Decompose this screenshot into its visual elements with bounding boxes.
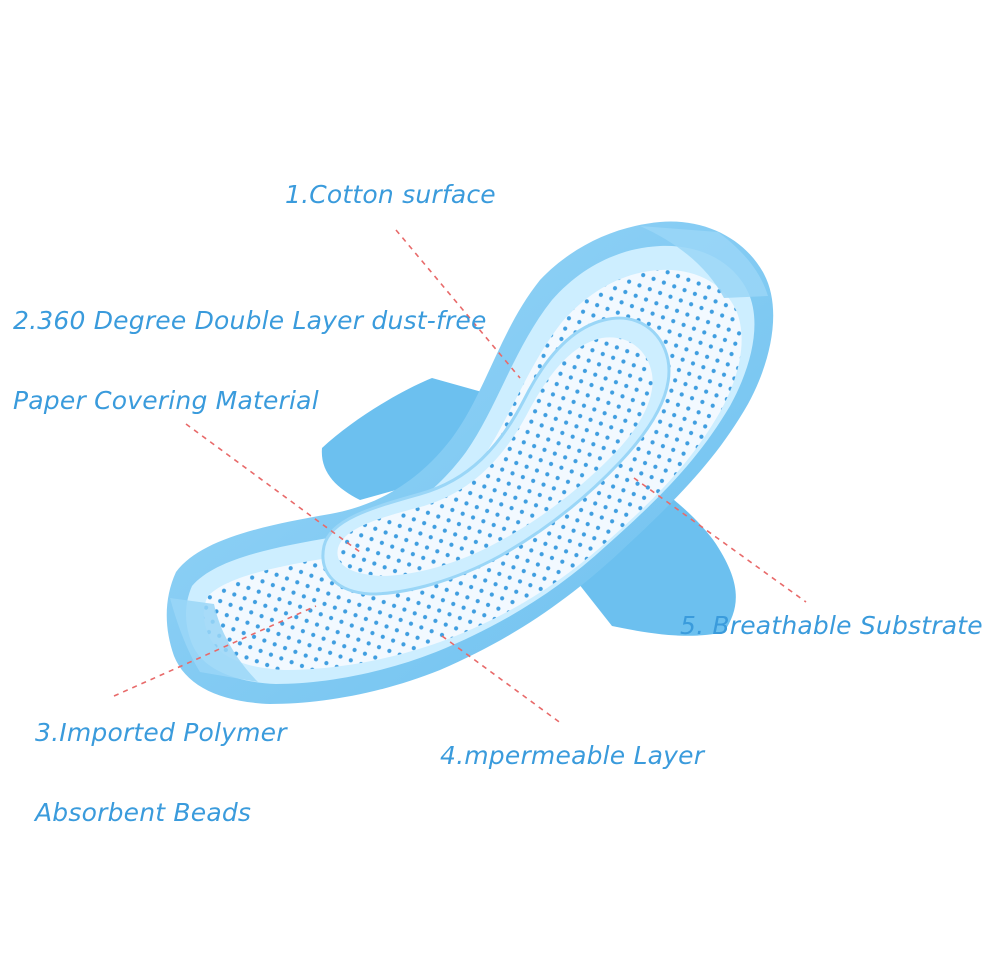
- label-dust-free-line2: Paper Covering Material: [13, 386, 319, 415]
- leader-line-dust-free-paper: [185, 423, 361, 553]
- label-breathable-substrate: 5. Breathable Substrate: [680, 611, 983, 640]
- label-dust-free-line1: 2.360 Degree Double Layer dust-free: [13, 306, 487, 335]
- leader-line-polymer-beads: [113, 605, 317, 697]
- pad-core-perforation: [337, 337, 653, 576]
- pad-end-cap-left: [170, 598, 258, 682]
- label-polymer-line1: 3.Imported Polymer: [35, 718, 287, 747]
- leader-line-cotton-surface: [395, 229, 521, 379]
- label-cotton-surface: 1.Cotton surface: [285, 180, 496, 209]
- label-polymer-line2: Absorbent Beads: [35, 798, 252, 827]
- diagram-stage: 1.Cotton surface 2.360 Degree Double Lay…: [13, 180, 983, 827]
- sanitary-pad-illustration: [113, 221, 807, 725]
- pad-end-cap-right: [640, 226, 768, 298]
- label-impermeable-layer: 4.mpermeable Layer: [440, 741, 705, 770]
- leader-line-impermeable: [441, 635, 563, 725]
